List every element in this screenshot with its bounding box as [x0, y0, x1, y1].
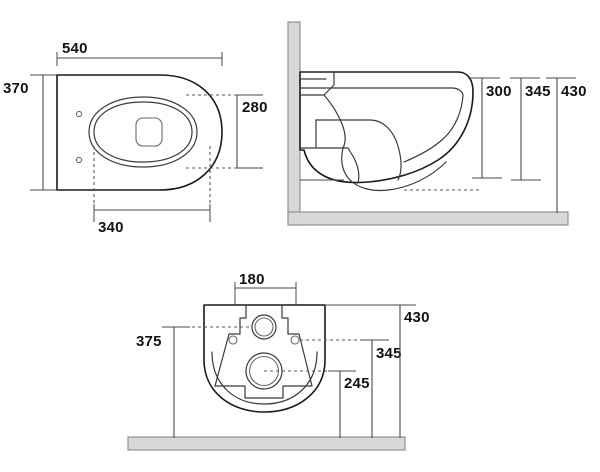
front-view-group: 180 [127, 271, 430, 451]
waste-outlet-outer [251, 314, 277, 340]
rim-top-line [299, 87, 464, 96]
dim-280-group: 280 [236, 94, 268, 169]
dim-340-group: 340 [93, 204, 211, 236]
bolt-hole-lower [75, 156, 83, 164]
trapway-upper [315, 119, 402, 181]
dim-370-group: 370 [3, 74, 57, 191]
bowl-underside [341, 147, 447, 192]
dim-375-label: 375 [136, 333, 162, 350]
mounting-boss-profile [214, 304, 313, 399]
side-view-group: 300 345 430 [287, 21, 587, 226]
dim-300-label: 300 [486, 83, 512, 100]
seat-ring-outer [88, 96, 198, 168]
floor-structure-front [127, 436, 406, 451]
trapway-lower [315, 147, 360, 184]
dim-245-group: 245 [328, 370, 370, 438]
pan-plan-outline [56, 74, 223, 191]
dim-430-front-group: 430 [325, 304, 430, 438]
dim-300-group: 300 [470, 77, 512, 179]
dim-540-group: 540 [56, 40, 223, 66]
waste-outlet-inner [254, 317, 274, 337]
bolt-hole-right-front [290, 335, 300, 345]
dim-180-group: 180 [234, 271, 297, 296]
dim-375-group: 375 [136, 326, 190, 438]
plan-view-group: 540 370 [3, 40, 268, 236]
dim-540-label: 540 [62, 40, 88, 57]
bowl-inner-left [323, 94, 346, 149]
flush-aperture [135, 117, 163, 147]
dim-245-label: 245 [344, 375, 370, 392]
seat-ring-inner [93, 101, 193, 163]
inlet-collar [299, 71, 335, 96]
floor-structure-side [287, 211, 569, 226]
dim-345-front-label: 345 [376, 345, 402, 362]
bowl-inner-right [403, 94, 464, 163]
dim-345-label: 345 [525, 83, 551, 100]
dim-345-group: 345 [510, 77, 551, 181]
dim-340-label: 340 [98, 219, 124, 236]
dim-430-side-label: 430 [561, 83, 587, 100]
dim-370-label: 370 [3, 80, 29, 97]
dim-430-front-label: 430 [404, 309, 430, 326]
bolt-hole-upper [75, 110, 83, 118]
wall-structure [287, 21, 301, 226]
dim-180-label: 180 [239, 271, 265, 288]
bolt-hole-left-front [228, 335, 238, 345]
dim-280-label: 280 [242, 99, 268, 116]
dim-345-front-group: 345 [361, 339, 402, 438]
pan-front-outline [203, 304, 326, 413]
dim-430-side-group: 430 [546, 77, 587, 213]
